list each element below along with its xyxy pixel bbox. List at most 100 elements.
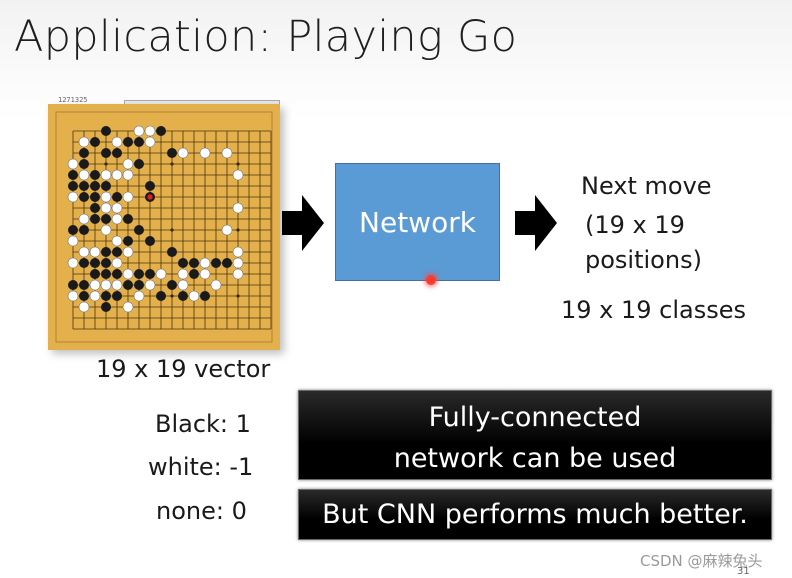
black-stone [178, 258, 188, 268]
black-stone [79, 181, 89, 191]
black-stone [189, 258, 199, 268]
white-stone [100, 224, 112, 236]
black-stone [90, 181, 100, 191]
black-stone [90, 170, 100, 180]
white-stone [177, 147, 189, 159]
star-point [170, 294, 174, 298]
white-stone [78, 169, 90, 181]
star-point [170, 162, 174, 166]
network-label: Network [359, 205, 476, 239]
black-stone [90, 214, 100, 224]
white-stone [100, 169, 112, 181]
white-stone [122, 246, 134, 258]
black-stone [90, 269, 100, 279]
white-stone [111, 257, 123, 269]
black-stone [156, 126, 166, 136]
arrow-right-icon [515, 195, 557, 251]
white-stone [78, 301, 90, 313]
black-stone [189, 269, 199, 279]
white-stone [67, 290, 79, 302]
white-stone [111, 136, 123, 148]
network-box: Network [335, 163, 500, 281]
white-stone [177, 279, 189, 291]
black-stone [211, 258, 221, 268]
black-stone [68, 280, 78, 290]
board-number: 1271325 [58, 96, 88, 104]
go-board-svg [48, 104, 280, 350]
white-stone [89, 279, 101, 291]
white-stone [232, 169, 244, 181]
white-stone [188, 290, 200, 302]
fully-connected-line2: network can be used [393, 443, 677, 474]
white-stone [144, 279, 156, 291]
black-stone [90, 203, 100, 213]
page-number: 31 [737, 566, 750, 577]
go-board [48, 104, 280, 350]
cnn-better-box: But CNN performs much better. [298, 489, 772, 540]
white-stone [144, 136, 156, 148]
black-stone [123, 214, 133, 224]
white-stone [210, 279, 222, 291]
black-stone [101, 214, 111, 224]
white-stone [232, 268, 244, 280]
black-stone [134, 280, 144, 290]
black-stone [90, 192, 100, 202]
white-stone [232, 257, 244, 269]
none-encoding: none: 0 [156, 497, 247, 525]
black-stone [79, 192, 89, 202]
black-stone [134, 225, 144, 235]
white-stone [144, 125, 156, 137]
star-point [236, 228, 240, 232]
white-stone [133, 125, 145, 137]
white-stone [199, 257, 211, 269]
laser-pointer [426, 275, 436, 285]
white-stone [78, 213, 90, 225]
white-stone [221, 224, 233, 236]
black-stone [145, 181, 155, 191]
white-stone [122, 191, 134, 203]
white-stone [78, 136, 90, 148]
black-stone [101, 126, 111, 136]
black-stone [134, 137, 144, 147]
fully-connected-line1: Fully-connected [428, 402, 642, 433]
white-stone [89, 290, 101, 302]
black-stone [68, 170, 78, 180]
black-stone [134, 269, 144, 279]
black-stone [79, 258, 89, 268]
black-stone [90, 137, 100, 147]
black-stone [79, 225, 89, 235]
white-stone [232, 246, 244, 258]
black-stone [68, 181, 78, 191]
black-stone [112, 269, 122, 279]
black-stone [101, 258, 111, 268]
next-move-label: Next move [581, 172, 712, 200]
black-stone [145, 269, 155, 279]
white-stone [122, 158, 134, 170]
star-point [236, 294, 240, 298]
black-stone [123, 280, 133, 290]
black-stone [79, 148, 89, 158]
white-stone [177, 268, 189, 280]
black-stone [123, 137, 133, 147]
white-stone [133, 290, 145, 302]
black-stone [101, 269, 111, 279]
white-stone [122, 169, 134, 181]
next-move-positions: positions) [585, 246, 702, 274]
black-stone [68, 225, 78, 235]
white-stone [100, 191, 112, 203]
black-stone [101, 302, 111, 312]
black-stone [222, 258, 232, 268]
board-border [55, 111, 273, 343]
white-stone [122, 301, 134, 313]
black-stone [101, 148, 111, 158]
white-stone [67, 191, 79, 203]
white-stone [111, 169, 123, 181]
black-stone [156, 291, 166, 301]
black-stone [167, 247, 177, 257]
black-stone [112, 148, 122, 158]
white-stone [122, 268, 134, 280]
white-stone [100, 202, 112, 214]
black-stone [112, 291, 122, 301]
white-stone [111, 202, 123, 214]
star-point [236, 162, 240, 166]
